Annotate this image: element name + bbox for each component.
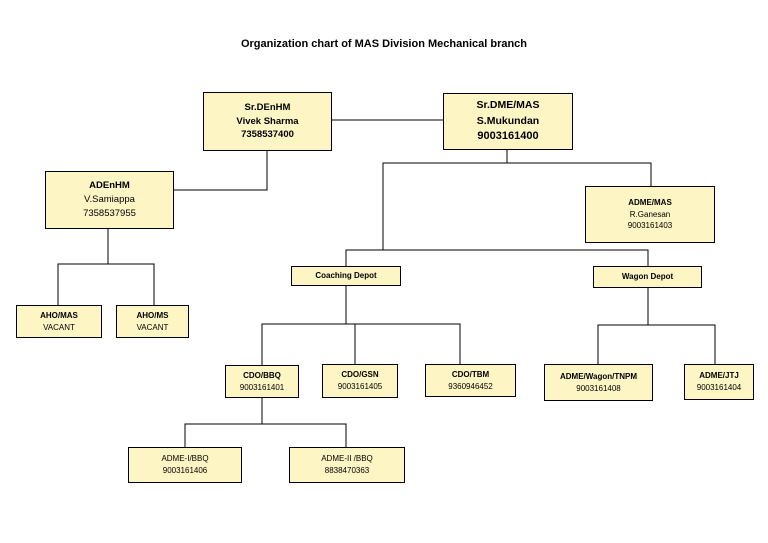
node-aho-ms: AHO/MS VACANT (116, 305, 189, 338)
node-adme-wagon-tnpm: ADME/Wagon/TNPM 9003161408 (544, 364, 653, 401)
node-person-name: V.Samiappa (84, 194, 135, 206)
node-role: CDO/TBM (451, 369, 490, 379)
node-role: CDO/GSN (341, 370, 379, 380)
node-role: ADEnHM (89, 180, 130, 192)
node-cdo-tbm: CDO/TBM 9360946452 (425, 364, 516, 397)
node-role: ADME-II /BBQ (321, 454, 373, 464)
node-role: Coaching Depot (315, 271, 377, 281)
node-role: Sr.DME/MAS (476, 99, 540, 112)
node-adme-i-bbq: ADME-I/BBQ 9003161406 (128, 447, 242, 483)
node-sr-dme-mas: Sr.DME/MAS S.Mukundan 9003161400 (443, 93, 573, 150)
node-role: ADME/MAS (628, 198, 672, 208)
node-role: ADME/JTJ (699, 371, 739, 381)
node-status: VACANT (43, 322, 75, 332)
connector (382, 162, 652, 250)
node-role: Sr.DEnHM (244, 101, 291, 113)
node-person-name: S.Mukundan (476, 114, 540, 127)
node-phone: 9003161408 (576, 383, 621, 393)
connector (597, 324, 716, 364)
connector (57, 263, 155, 305)
connector (174, 151, 268, 191)
node-aho-mas: AHO/MAS VACANT (16, 305, 102, 338)
node-phone: 9003161401 (239, 382, 285, 392)
node-phone: 8838470363 (324, 466, 370, 475)
node-phone: 9003161404 (696, 383, 742, 392)
node-phone: 7358537955 (83, 207, 136, 219)
node-cdo-gsn: CDO/GSN 9003161405 (322, 364, 398, 398)
node-sr-denhm: Sr.DEnHM Vivek Sharma 7358537400 (203, 92, 332, 151)
node-role: ADME-I/BBQ (161, 454, 209, 464)
node-role: AHO/MS (136, 310, 169, 320)
node-phone: 9003161400 (477, 129, 539, 142)
node-phone: 9360946452 (448, 381, 493, 391)
node-cdo-bbq: CDO/BBQ 9003161401 (225, 365, 299, 398)
node-person-name: R.Ganesan (629, 209, 671, 219)
node-adme-jtj: ADME/JTJ 9003161404 (684, 364, 754, 400)
node-coaching-depot: Coaching Depot (291, 266, 401, 286)
node-role: ADME/Wagon/TNPM (559, 371, 638, 381)
node-adme-ii-bbq: ADME-II /BBQ 8838470363 (289, 447, 405, 483)
node-phone: 7358537400 (241, 129, 294, 141)
connector (184, 423, 347, 447)
node-status: VACANT (136, 322, 169, 332)
connector (345, 249, 649, 266)
connector (261, 323, 461, 365)
node-role: CDO/BBQ (243, 370, 281, 380)
node-adenhm: ADEnHM V.Samiappa 7358537955 (45, 171, 174, 229)
node-adme-mas: ADME/MAS R.Ganesan 9003161403 (585, 186, 715, 243)
node-wagon-depot: Wagon Depot (593, 266, 702, 288)
node-role: Wagon Depot (621, 272, 674, 282)
node-person-name: Vivek Sharma (236, 115, 299, 127)
node-phone: 9003161403 (627, 221, 673, 231)
node-phone: 9003161405 (337, 382, 383, 391)
chart-title: Organization chart of MAS Division Mecha… (240, 38, 528, 50)
node-role: AHO/MAS (40, 310, 78, 320)
node-phone: 9003161406 (162, 466, 208, 475)
